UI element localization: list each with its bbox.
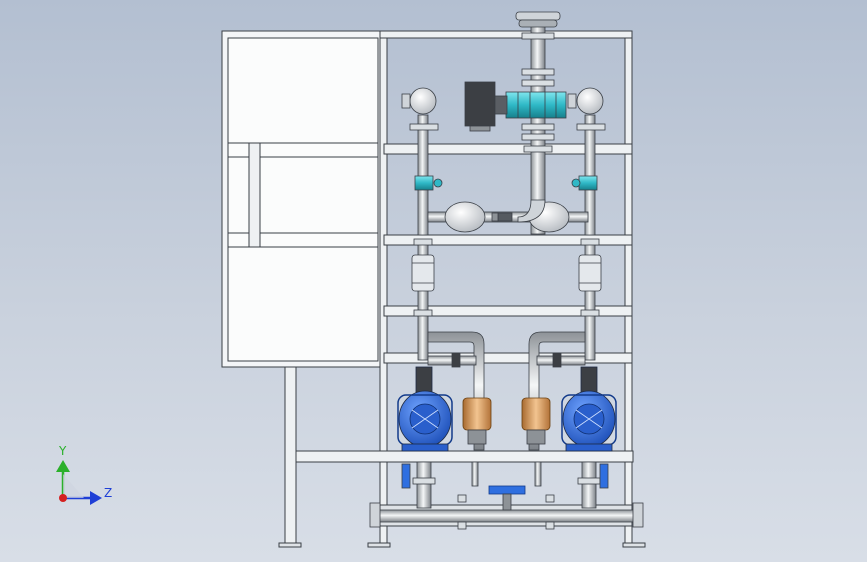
right-foot <box>622 542 646 548</box>
triad-plane-icon <box>63 474 84 498</box>
cabinet-leg <box>284 366 297 546</box>
header-elbow <box>517 199 546 223</box>
cabinet-hinge-bar <box>248 142 261 248</box>
left-filter-icon <box>411 254 435 292</box>
z-axis-arrow-icon <box>90 491 102 505</box>
top-rail <box>379 30 633 39</box>
left-gauge-pipe <box>417 114 429 236</box>
triad-origin-icon <box>59 494 67 502</box>
right-small-valve-icon <box>578 175 598 191</box>
top-pulley-ring <box>518 19 558 28</box>
right-gauge-flange <box>576 123 606 131</box>
top-pulley <box>515 11 561 21</box>
top-manifold <box>401 11 606 236</box>
z-axis-label: Z <box>104 486 112 500</box>
y-axis-label: Y <box>58 444 67 458</box>
shelf-2 <box>383 234 633 246</box>
y-axis-arrow-icon <box>56 460 70 472</box>
bottom-manifold <box>369 461 644 530</box>
flange-2 <box>521 68 555 76</box>
right-pump-foot <box>565 443 613 452</box>
left-flow-meter-icon <box>444 201 486 233</box>
actuator-icon <box>464 81 496 127</box>
flange-4 <box>521 123 555 131</box>
flange-5 <box>521 133 555 141</box>
shelf-1 <box>383 143 633 155</box>
right-pump-outlet <box>581 461 597 509</box>
left-gauge-stub <box>401 93 411 109</box>
bottom-header-pipe <box>371 509 643 523</box>
left-orange-valve-icon <box>462 397 492 431</box>
pump-section <box>397 366 617 452</box>
flange-3 <box>521 79 555 87</box>
right-pump-inlet <box>580 366 598 394</box>
flange-6 <box>523 145 553 153</box>
bottom-valve-icon <box>488 485 526 495</box>
shelf-4 <box>383 352 633 364</box>
right-gauge-stub <box>567 93 577 109</box>
right-orange-valve-icon <box>521 397 551 431</box>
left-gauge-flange <box>409 123 439 131</box>
actuator-base <box>469 125 491 132</box>
pump-base-shelf <box>295 450 634 463</box>
frame <box>221 30 646 548</box>
right-pressure-gauge-icon <box>576 87 604 115</box>
left-pump-inlet <box>415 366 433 394</box>
actuator-neck <box>494 95 508 115</box>
flange-1 <box>521 32 555 40</box>
left-pump-foot <box>401 443 449 452</box>
left-upright <box>379 30 388 548</box>
right-upright <box>624 30 633 548</box>
cyan-valve-block <box>505 91 567 119</box>
left-pressure-gauge-icon <box>409 87 437 115</box>
right-filter-icon <box>578 254 602 292</box>
right-gauge-pipe <box>584 114 596 236</box>
left-small-valve-icon <box>414 175 434 191</box>
view-triad[interactable]: Y Z <box>56 444 112 505</box>
left-foot <box>367 542 391 548</box>
left-pump-outlet <box>416 461 432 509</box>
shelf-3 <box>383 305 633 317</box>
cabinet-leg-foot <box>278 542 302 548</box>
